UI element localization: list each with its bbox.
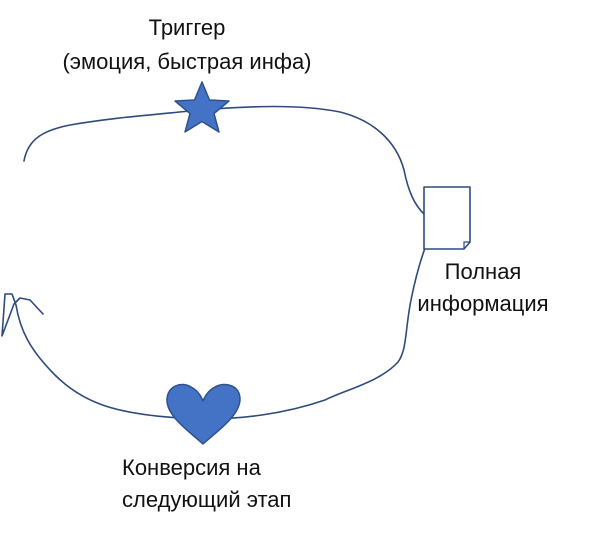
- conversion-label-line1: Конверсия на: [122, 455, 261, 480]
- full-info-label-line1: Полная: [444, 259, 522, 284]
- document-icon: [423, 186, 471, 250]
- full-info-label-line2: информация: [417, 291, 549, 316]
- heart-icon: [166, 383, 241, 445]
- star-icon: [174, 81, 230, 133]
- cycle-loop-line: [1, 105, 426, 420]
- trigger-label-line2: (эмоция, быстрая инфа): [62, 49, 312, 74]
- conversion-label-line2: следующий этап: [122, 487, 292, 512]
- trigger-label-line1: Триггер: [148, 15, 226, 40]
